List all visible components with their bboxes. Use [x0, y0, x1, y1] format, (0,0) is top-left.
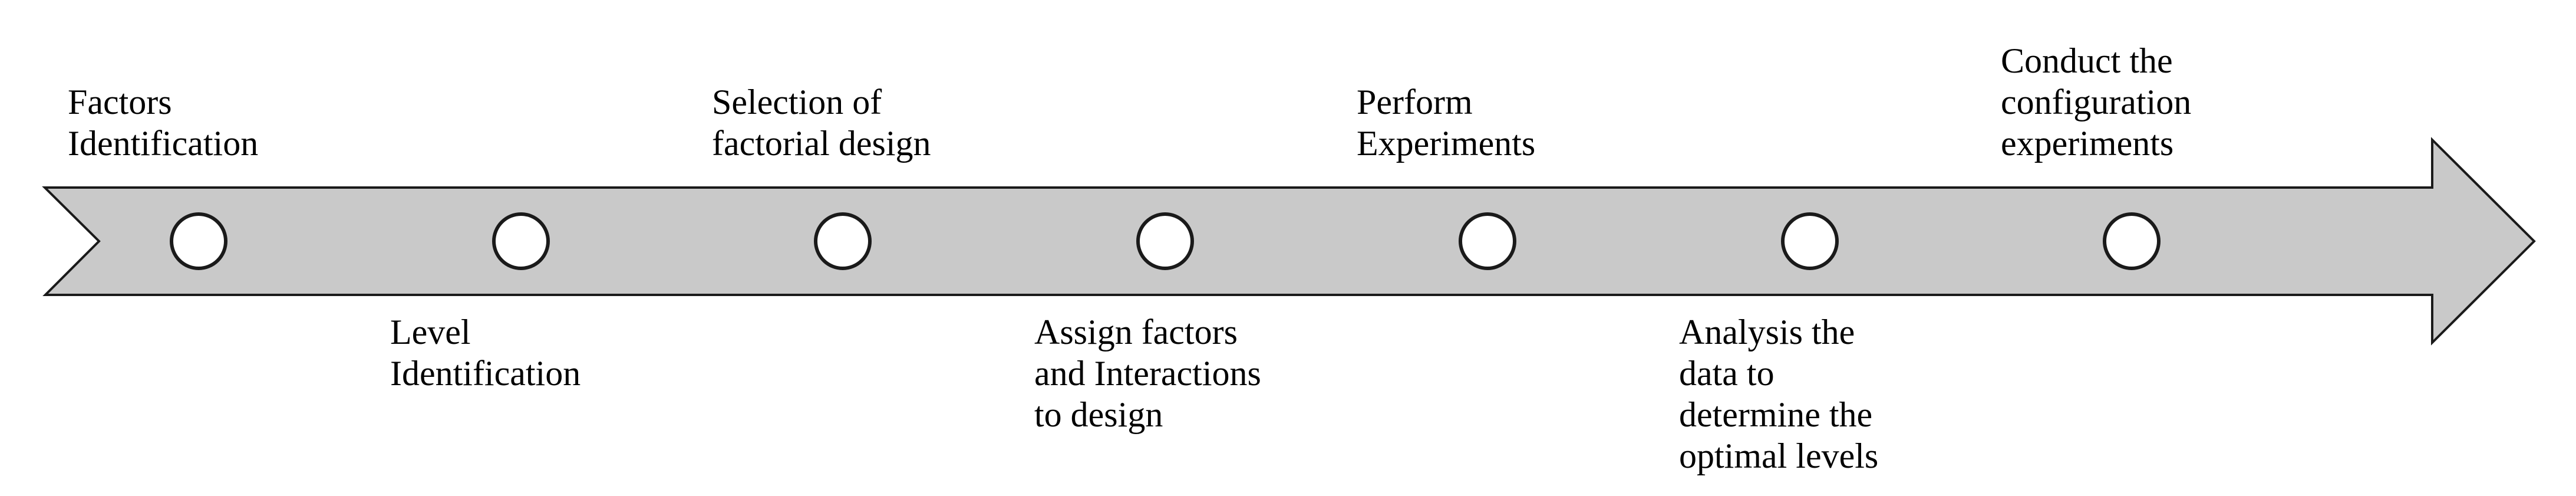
step-label-2: Level Identification	[390, 313, 581, 393]
step-label-7: Conduct the configuration experiments	[2001, 41, 2192, 163]
step-label-3: Selection of factorial design	[712, 83, 931, 163]
milestone-circle-7	[2103, 212, 2161, 270]
milestone-circle-5	[1459, 212, 1516, 270]
milestone-circle-4	[1136, 212, 1194, 270]
process-arrow-shape	[42, 137, 2536, 346]
step-label-6: Analysis the data to determine the optim…	[1679, 313, 1879, 475]
step-label-5: Perform Experiments	[1357, 83, 1536, 163]
milestone-circle-1	[170, 212, 227, 270]
step-label-1: Factors Identification	[68, 83, 259, 163]
step-label-4: Assign factors and Interactions to desig…	[1034, 313, 1261, 434]
milestone-circle-3	[814, 212, 872, 270]
milestone-circle-6	[1781, 212, 1839, 270]
milestone-circle-2	[492, 212, 550, 270]
